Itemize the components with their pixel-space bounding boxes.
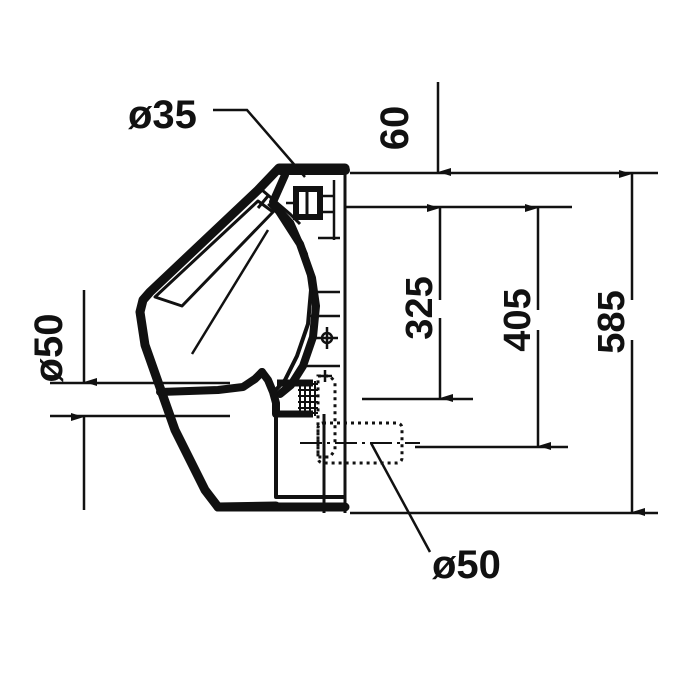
rim-lip-line-2 [267, 203, 297, 233]
dimension-dia-35: ø35 [128, 93, 306, 178]
dimension-dia-50-left: ø50 [27, 290, 230, 510]
urinal-skirt-panel [274, 414, 345, 499]
dimension-325: 325 [399, 204, 453, 402]
dim-585-label: 585 [591, 290, 633, 353]
urinal-bowl-floor-lower [258, 368, 280, 418]
dim-405-label: 405 [497, 288, 539, 351]
urinal-outer-shell [135, 163, 350, 512]
centre-mark [316, 327, 338, 349]
outlet-cross-mark [318, 370, 332, 382]
dimension-extension-lines [345, 171, 658, 515]
urinal-body-group [135, 163, 420, 513]
dimension-405: 405 [497, 204, 551, 450]
urinal-base-plate [213, 501, 281, 512]
dia-50-bottom-leader-line [369, 442, 432, 553]
dim-325-label: 325 [399, 276, 441, 339]
bowl-splash-face-crease [190, 229, 270, 355]
dimension-dia-50-bottom: ø50 [369, 442, 501, 587]
dia-35-leader-line [213, 108, 306, 178]
outlet-thread-hatch [298, 381, 318, 416]
bowl-splash-face-outline [153, 199, 275, 308]
dia-35-label: ø35 [128, 93, 197, 137]
dimension-585: 585 [591, 170, 645, 516]
urinal-rim-bevel [256, 195, 270, 209]
outlet-hidden-pipe [316, 421, 404, 465]
urinal-bowl-inner-face [270, 198, 313, 394]
waste-outlet-assembly [277, 370, 420, 513]
rim-inner-lip [261, 188, 302, 226]
dia-50-bottom-label: ø50 [432, 543, 501, 587]
dim-60-label: 60 [373, 106, 417, 151]
dia-50-left-label: ø50 [27, 314, 71, 383]
inlet-socket-group [286, 180, 336, 240]
urinal-bowl-floor [156, 368, 266, 396]
dimension-60: 60 [373, 82, 451, 176]
